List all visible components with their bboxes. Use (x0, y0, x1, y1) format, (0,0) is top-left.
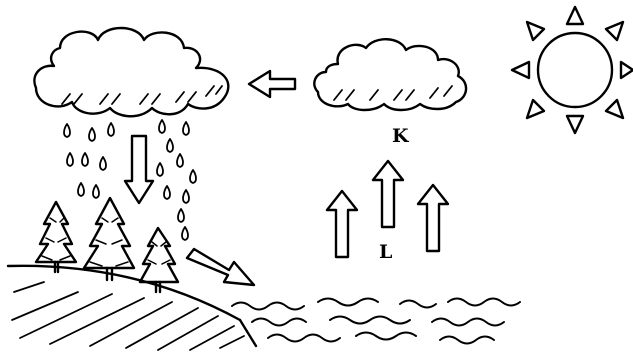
raindrop-icon (67, 153, 73, 166)
raindrop-icon (89, 128, 95, 141)
raindrop-icon (78, 183, 84, 196)
raindrop-icon (164, 186, 170, 199)
raindrop-icon (93, 185, 99, 198)
rain-cloud-icon (34, 28, 228, 116)
raindrop-icon (183, 190, 189, 203)
arrow-icon (373, 161, 403, 227)
raindrop-icon (64, 124, 70, 137)
arrow-icon (249, 71, 295, 97)
raindrop-icon (157, 163, 163, 176)
label-k: K (392, 127, 409, 146)
raindrop-icon (190, 170, 196, 183)
raindrop-icon (182, 227, 188, 240)
arrow-icon (125, 136, 153, 203)
tree-icon (84, 198, 134, 280)
arrow-icon (327, 191, 357, 257)
water-waves-icon (232, 299, 520, 344)
raindrop-icon (82, 153, 88, 166)
raindrop-icon (177, 154, 183, 167)
raindrop-icon (100, 157, 106, 170)
arrow-icon (187, 249, 254, 285)
tree-icon (140, 228, 178, 292)
sun-icon (512, 7, 633, 133)
raindrop-icon (167, 139, 173, 152)
tree-icon (36, 202, 76, 272)
hill (8, 266, 256, 350)
cloud-icon (314, 39, 466, 110)
raindrop-icon (159, 120, 165, 133)
raindrop-icon (108, 123, 114, 136)
raindrop-icon (178, 209, 184, 222)
arrow-icon (418, 185, 448, 251)
label-l: L (379, 243, 392, 262)
raindrop-icon (183, 122, 189, 135)
